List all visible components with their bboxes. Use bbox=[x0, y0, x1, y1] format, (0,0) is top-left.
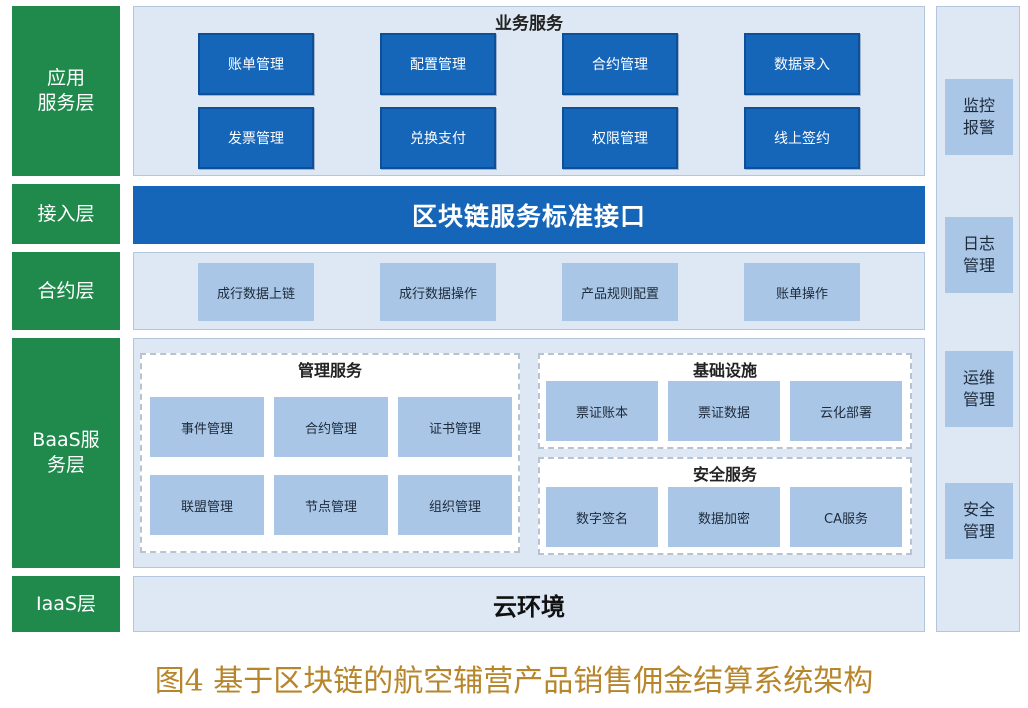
management-item: 组织管理 bbox=[398, 475, 512, 535]
side-item-operations: 运维 管理 bbox=[945, 351, 1013, 427]
business-item: 账单管理 bbox=[198, 33, 314, 95]
infrastructure-item: 云化部署 bbox=[790, 381, 902, 441]
layer-label-iaas: IaaS层 bbox=[12, 576, 120, 632]
management-item: 联盟管理 bbox=[150, 475, 264, 535]
contract-item: 产品规则配置 bbox=[562, 263, 678, 321]
business-services-panel: 业务服务 账单管理 配置管理 合约管理 数据录入 发票管理 兑换支付 权限管理 … bbox=[133, 6, 925, 176]
side-ops-panel: 监控 报警 日志 管理 运维 管理 安全 管理 bbox=[936, 6, 1020, 632]
security-item: 数据加密 bbox=[668, 487, 780, 547]
business-item: 配置管理 bbox=[380, 33, 496, 95]
business-item: 数据录入 bbox=[744, 33, 860, 95]
contract-item: 成行数据操作 bbox=[380, 263, 496, 321]
layer-label-access: 接入层 bbox=[12, 184, 120, 244]
infrastructure-title: 基础设施 bbox=[692, 361, 757, 380]
business-item: 发票管理 bbox=[198, 107, 314, 169]
management-item: 合约管理 bbox=[274, 397, 388, 457]
business-item: 线上签约 bbox=[744, 107, 860, 169]
layer-label-baas: BaaS服 务层 bbox=[12, 338, 120, 568]
infrastructure-box: 基础设施 票证账本 票证数据 云化部署 bbox=[538, 353, 912, 449]
contract-layer-panel: 成行数据上链 成行数据操作 产品规则配置 账单操作 bbox=[133, 252, 925, 330]
blockchain-api-bar: 区块链服务标准接口 bbox=[133, 186, 925, 244]
management-item: 证书管理 bbox=[398, 397, 512, 457]
management-services-box: 管理服务 事件管理 合约管理 证书管理 联盟管理 节点管理 组织管理 bbox=[140, 353, 520, 553]
layer-label-app: 应用 服务层 bbox=[12, 6, 120, 176]
management-services-title: 管理服务 bbox=[297, 361, 362, 380]
business-item: 兑换支付 bbox=[380, 107, 496, 169]
baas-layer-panel: 管理服务 事件管理 合约管理 证书管理 联盟管理 节点管理 组织管理 基础设施 … bbox=[133, 338, 925, 568]
figure-caption: 图4 基于区块链的航空辅营产品销售佣金结算系统架构 bbox=[154, 664, 874, 699]
contract-item: 账单操作 bbox=[744, 263, 860, 321]
cloud-environment-bar: 云环境 bbox=[133, 576, 925, 632]
business-item: 合约管理 bbox=[562, 33, 678, 95]
layer-label-contract: 合约层 bbox=[12, 252, 120, 330]
contract-item: 成行数据上链 bbox=[198, 263, 314, 321]
infrastructure-item: 票证账本 bbox=[546, 381, 658, 441]
security-services-title: 安全服务 bbox=[692, 465, 757, 484]
business-item: 权限管理 bbox=[562, 107, 678, 169]
security-services-box: 安全服务 数字签名 数据加密 CA服务 bbox=[538, 457, 912, 555]
side-item-security: 安全 管理 bbox=[945, 483, 1013, 559]
security-item: CA服务 bbox=[790, 487, 902, 547]
security-item: 数字签名 bbox=[546, 487, 658, 547]
side-item-monitoring: 监控 报警 bbox=[945, 79, 1013, 155]
management-item: 事件管理 bbox=[150, 397, 264, 457]
management-item: 节点管理 bbox=[274, 475, 388, 535]
side-item-logs: 日志 管理 bbox=[945, 217, 1013, 293]
business-services-title: 业务服务 bbox=[495, 14, 563, 34]
infrastructure-item: 票证数据 bbox=[668, 381, 780, 441]
